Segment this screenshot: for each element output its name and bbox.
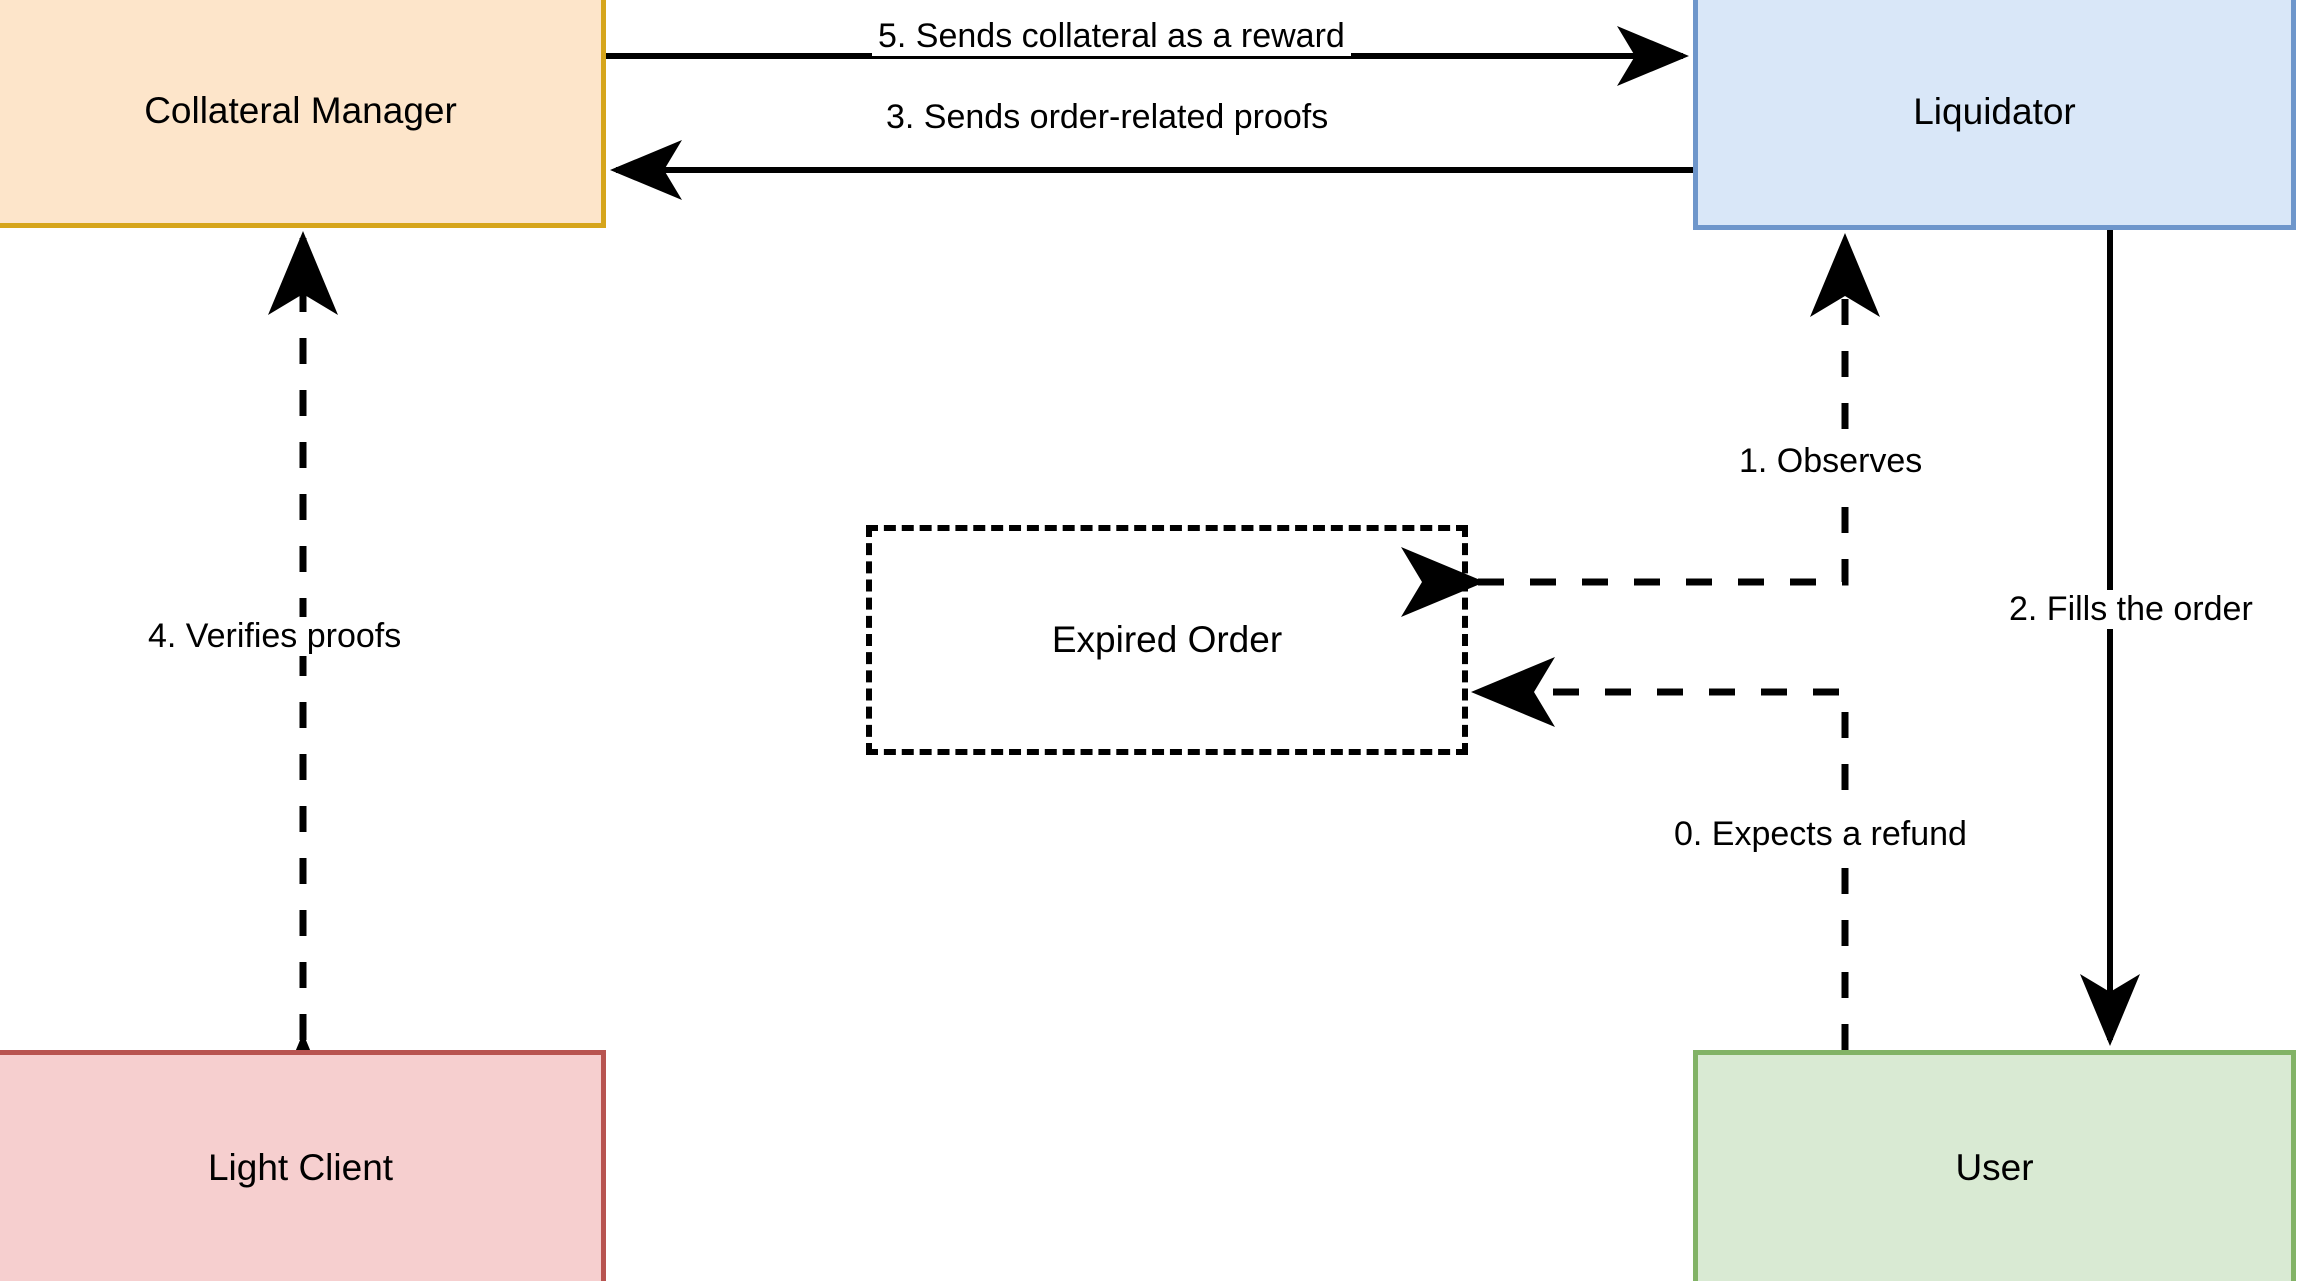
node-collateral-manager[interactable]: Collateral Manager (0, 0, 606, 228)
node-liquidator[interactable]: Liquidator (1693, 0, 2296, 230)
node-label-user: User (1955, 1146, 2034, 1188)
node-user[interactable]: User (1693, 1050, 2296, 1281)
edge-label-sends-order-related-proofs: 3. Sends order-related proofs (880, 98, 1335, 138)
node-label-light-client: Light Client (207, 1146, 394, 1188)
edge-expects-a-refund (1471, 657, 1849, 1050)
edge-label-fills-the-order: 2. Fills the order (2003, 590, 2253, 630)
node-label-liquidator: Liquidator (1913, 91, 2076, 133)
edge-label-observes: 1. Observes (1733, 442, 1929, 482)
edge-label-expects-a-refund: 0. Expects a refund (1668, 815, 1973, 855)
edge-label-sends-collateral-as-reward: 5. Sends collateral as a reward (872, 17, 1351, 57)
edge-observes (1401, 233, 1880, 617)
node-label-expired-order: Expired Order (1051, 618, 1283, 660)
edge-label-verifies-proofs: 4. Verifies proofs (142, 617, 408, 657)
node-label-collateral-manager: Collateral Manager (144, 90, 457, 132)
node-expired-order[interactable]: Expired Order (866, 525, 1468, 755)
node-light-client[interactable]: Light Client (0, 1050, 606, 1281)
